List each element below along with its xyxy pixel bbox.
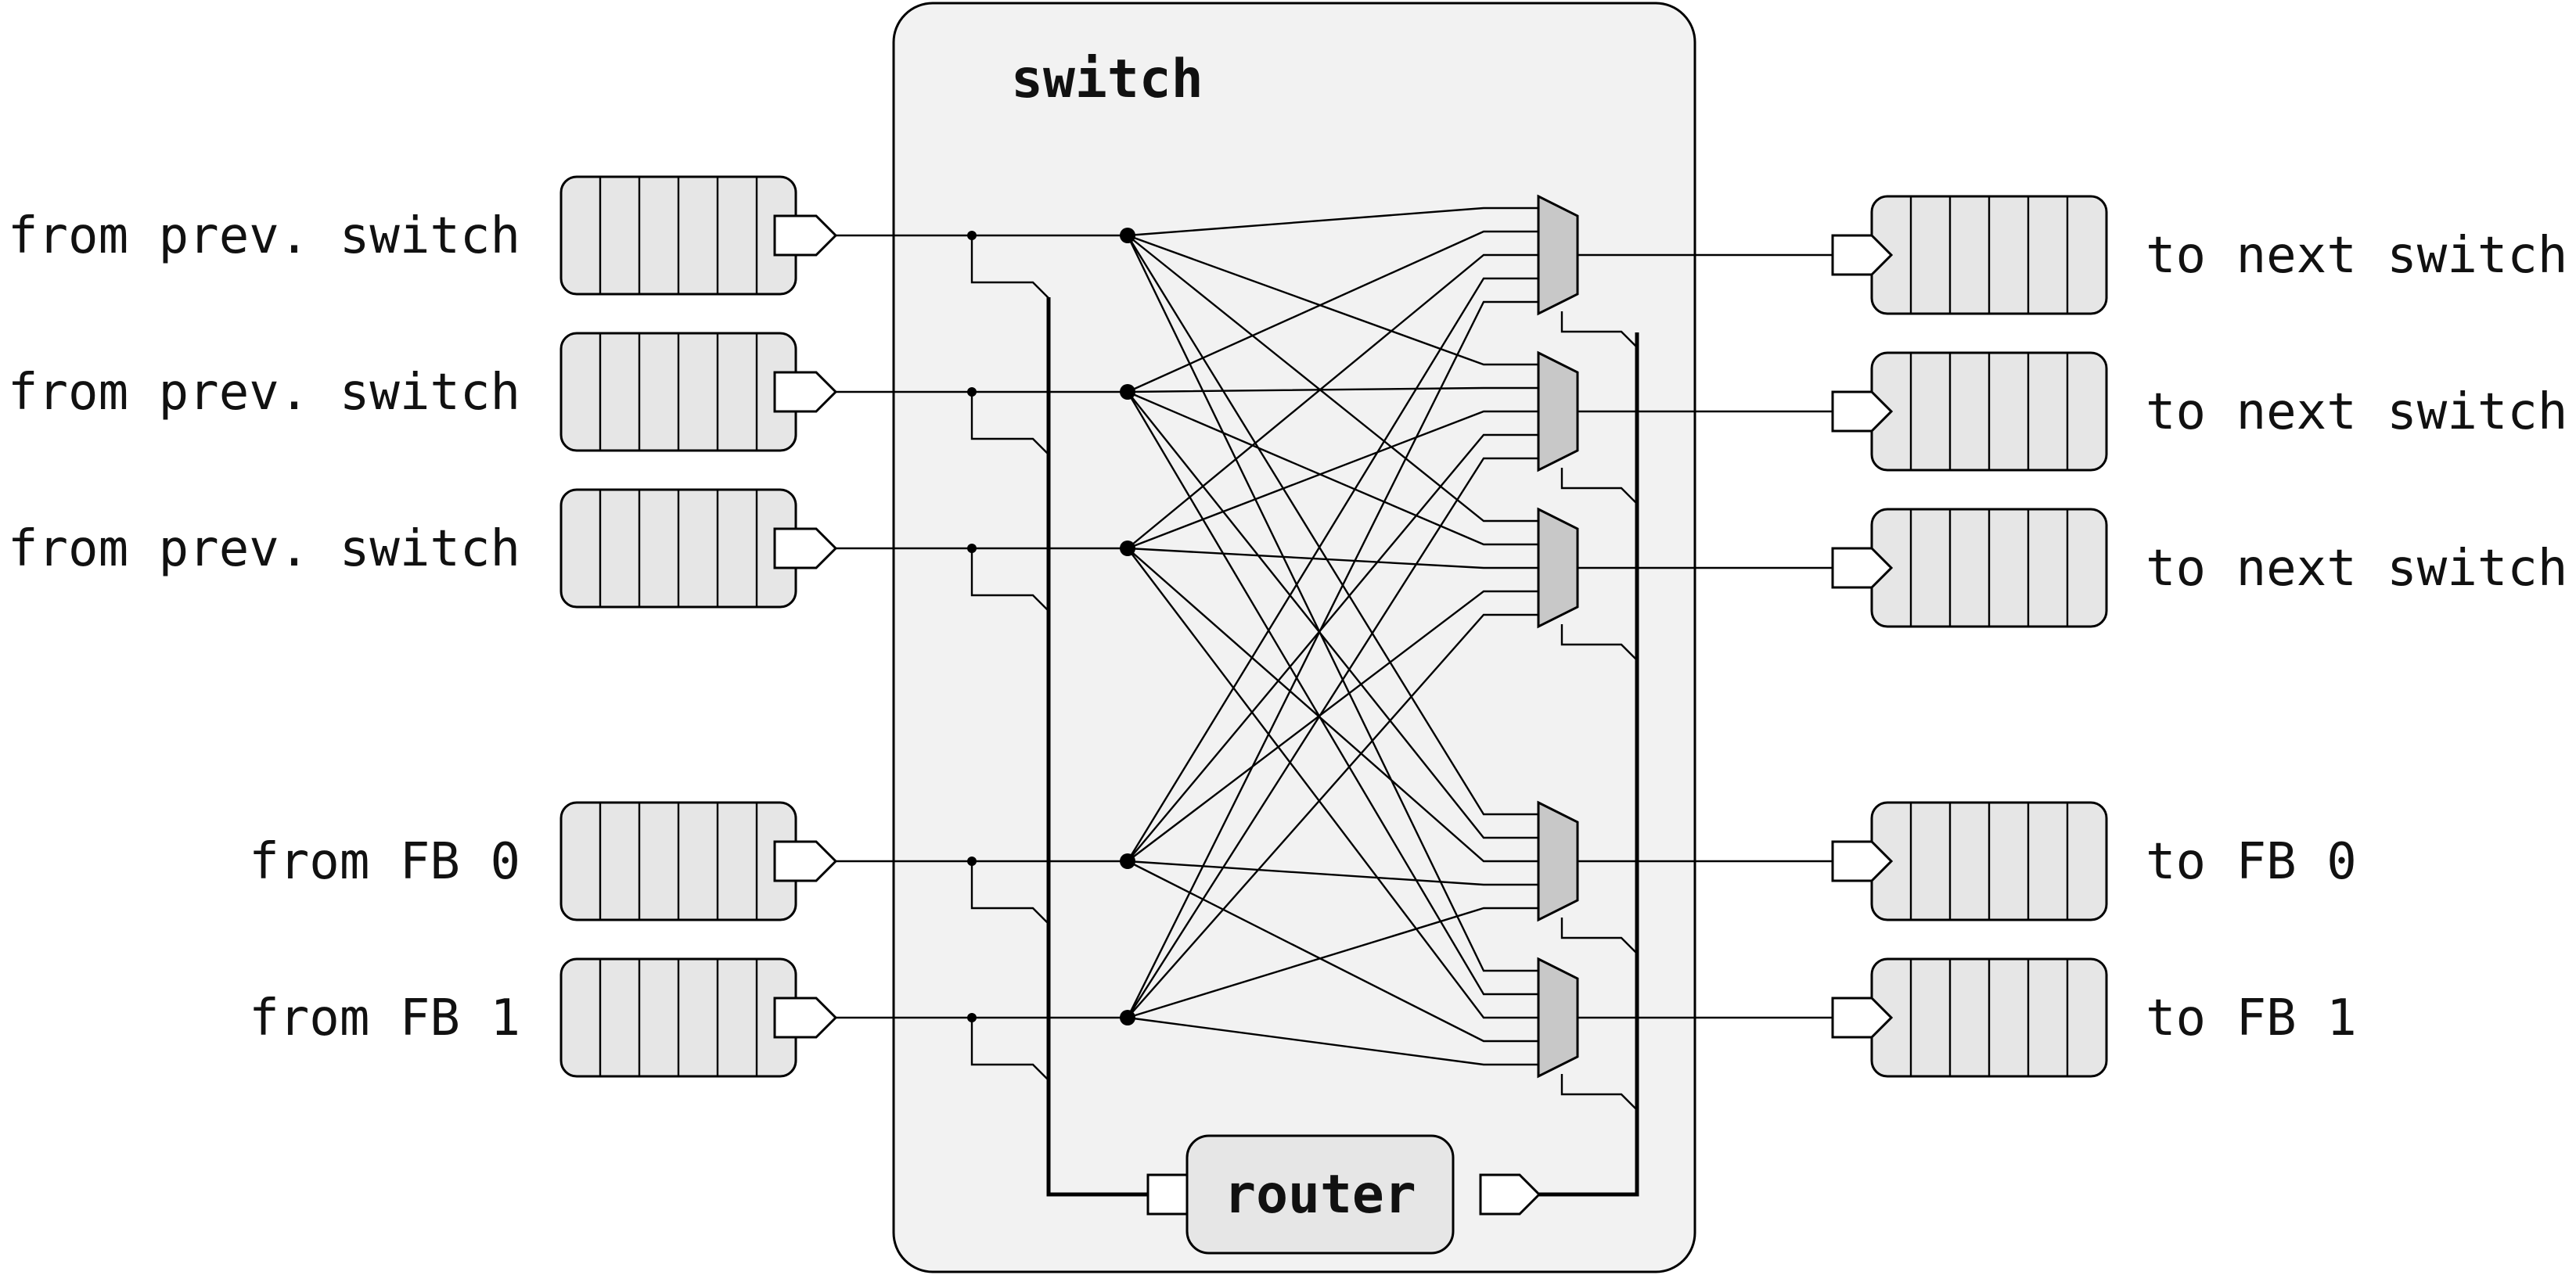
input-fifo	[559, 957, 797, 1078]
switch-title: switch	[1011, 48, 1203, 110]
router-to-mux-wire	[1560, 624, 1638, 661]
switch-box	[892, 2, 1696, 1273]
crossbar-wire	[1127, 548, 1538, 863]
router-tap-wire	[970, 392, 1049, 455]
crossbar-wire	[1127, 433, 1538, 862]
router-to-mux-wire	[1560, 468, 1638, 505]
router-output-port	[1479, 1173, 1542, 1216]
input-label: from prev. switch	[8, 364, 520, 422]
crossbar-wire	[1127, 391, 1538, 839]
crossbar-wire	[1127, 548, 1538, 1019]
crossbar-wires	[836, 207, 1833, 1111]
output-muxes	[1537, 194, 1579, 1079]
output-port-arrow	[1831, 390, 1894, 433]
router-to-mux-wire	[1560, 311, 1638, 348]
crossbar-wire	[1127, 230, 1538, 393]
mux	[1537, 350, 1579, 472]
crossbar-wire	[1127, 590, 1538, 862]
crossbar-wire	[1127, 860, 1538, 886]
input-label: from FB 0	[249, 833, 520, 891]
crossbar-node	[1120, 384, 1135, 400]
output-label: to next switch	[2146, 540, 2567, 598]
output-port-arrow	[1831, 234, 1894, 276]
input-label: from prev. switch	[8, 207, 520, 265]
crossbar-wire	[1127, 234, 1538, 366]
input-ports: from prev. switch from prev. switch from p…	[8, 175, 838, 1078]
router-tap-wire	[970, 1018, 1049, 1081]
right-router-bus	[1539, 332, 1639, 1197]
crossbar-wire	[1126, 457, 1538, 1018]
crossbar-wire	[1126, 300, 1538, 1018]
output-label: to next switch	[2146, 383, 2567, 441]
output-ports: to next switch to next switch to next swit…	[1831, 195, 2567, 1078]
mux	[1537, 507, 1579, 629]
output-label: to FB 0	[2146, 833, 2357, 891]
crossbar-wire	[1127, 253, 1538, 549]
crossbar-wire	[1127, 860, 1538, 1043]
mux	[1537, 800, 1579, 922]
output-label: to next switch	[2146, 227, 2567, 285]
crossbar-wire	[1127, 207, 1538, 237]
input-port-arrow	[773, 527, 838, 569]
output-fifo	[1870, 957, 2108, 1078]
input-port-arrow	[773, 214, 838, 257]
output-port-arrow	[1831, 547, 1894, 589]
crossbar-wire	[1127, 235, 1538, 523]
router-to-mux-wire	[1560, 918, 1638, 954]
router-tap-wire	[970, 235, 1049, 299]
crossbar-node	[1120, 228, 1135, 243]
input-fifo	[559, 488, 797, 609]
input-port-arrow	[773, 997, 838, 1039]
input-fifo	[559, 332, 797, 452]
crossbar-wire	[1127, 386, 1538, 393]
input-label: from FB 1	[249, 989, 520, 1047]
mux	[1537, 957, 1579, 1079]
router-tap-wire	[970, 548, 1049, 612]
router-to-mux-wire	[1560, 1074, 1638, 1111]
crossbar-wire	[1127, 907, 1538, 1019]
crossbar-node	[1120, 541, 1135, 556]
crossbar-wire	[1127, 410, 1538, 550]
crossbar-wire	[1127, 547, 1538, 569]
crossbar-wire	[1127, 613, 1538, 1018]
output-port-arrow	[1831, 840, 1894, 882]
router-label: router	[1224, 1164, 1416, 1226]
input-port-arrow	[773, 371, 838, 413]
crossbar-wire	[1127, 1016, 1538, 1066]
output-fifo	[1870, 195, 2108, 315]
crossbar-wire	[1126, 235, 1538, 816]
output-label: to FB 1	[2146, 989, 2357, 1047]
crossbar-node	[1120, 1010, 1135, 1025]
crossbar-wire	[1126, 391, 1538, 996]
router-tap-wire	[970, 861, 1049, 925]
output-fifo	[1870, 351, 2108, 472]
input-port-arrow	[773, 840, 838, 882]
crossbar-wire	[1126, 277, 1538, 862]
output-port-arrow	[1831, 997, 1894, 1039]
crossbar-node	[1120, 853, 1135, 869]
router-buses	[1046, 297, 1639, 1216]
output-fifo	[1870, 801, 2108, 921]
crossbar-wire	[1127, 390, 1538, 546]
mux	[1537, 194, 1579, 316]
crossbar-wire	[1126, 235, 1538, 972]
left-router-bus	[1046, 297, 1148, 1197]
router-box	[1185, 1134, 1455, 1255]
input-fifo	[559, 175, 797, 296]
input-label: from prev. switch	[8, 520, 520, 578]
input-fifo	[559, 801, 797, 921]
output-fifo	[1870, 508, 2108, 628]
